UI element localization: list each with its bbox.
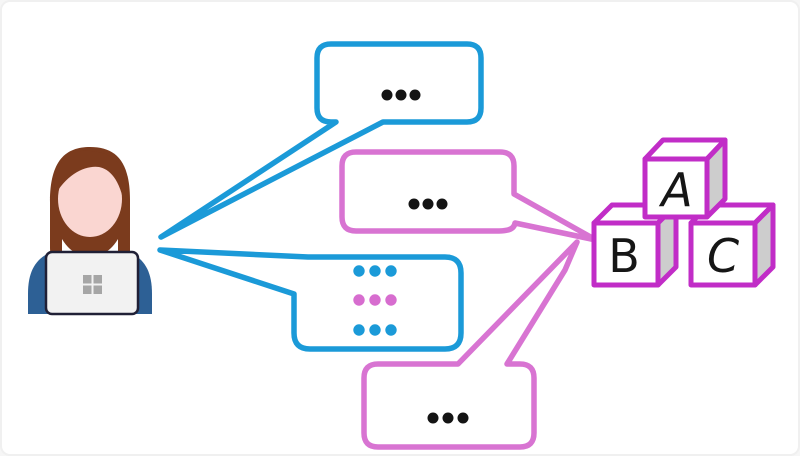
speech-bubble-dot-grid-blue	[157, 247, 464, 352]
block-b-front-face	[591, 220, 661, 288]
person-figure	[28, 147, 152, 316]
toy-blocks: B C A	[591, 137, 776, 288]
block-letter-c: C	[707, 229, 739, 283]
dot-grid-row-blue-1	[353, 265, 397, 277]
toy-block-c: C	[688, 202, 776, 288]
speech-bubble-bottom-pink	[361, 239, 580, 450]
laptop	[44, 250, 140, 316]
block-c-front-face	[688, 220, 758, 288]
block-letter-a: A	[658, 163, 692, 217]
windows-logo-icon	[83, 275, 102, 294]
person-face	[58, 161, 122, 237]
speech-bubble-middle-pink	[339, 149, 599, 243]
speech-bubble-top-blue	[158, 41, 484, 240]
block-a-front-face	[642, 156, 710, 220]
toy-block-a: A	[642, 137, 728, 220]
dot-grid-row-pink	[353, 294, 397, 306]
block-letter-b: B	[608, 229, 640, 283]
dot-grid-row-blue-2	[353, 324, 397, 336]
person-hair-fringe	[53, 150, 127, 208]
speech-bubble-dot-grid-blue-outline	[157, 247, 464, 352]
speech-bubble-middle-pink-outline	[339, 149, 599, 243]
ellipsis-dots	[381, 89, 421, 101]
ellipsis-dots	[427, 412, 469, 424]
ellipsis-dots	[408, 198, 448, 210]
block-c-side-face	[752, 202, 776, 288]
speech-bubble-bottom-pink-outline	[361, 239, 580, 450]
